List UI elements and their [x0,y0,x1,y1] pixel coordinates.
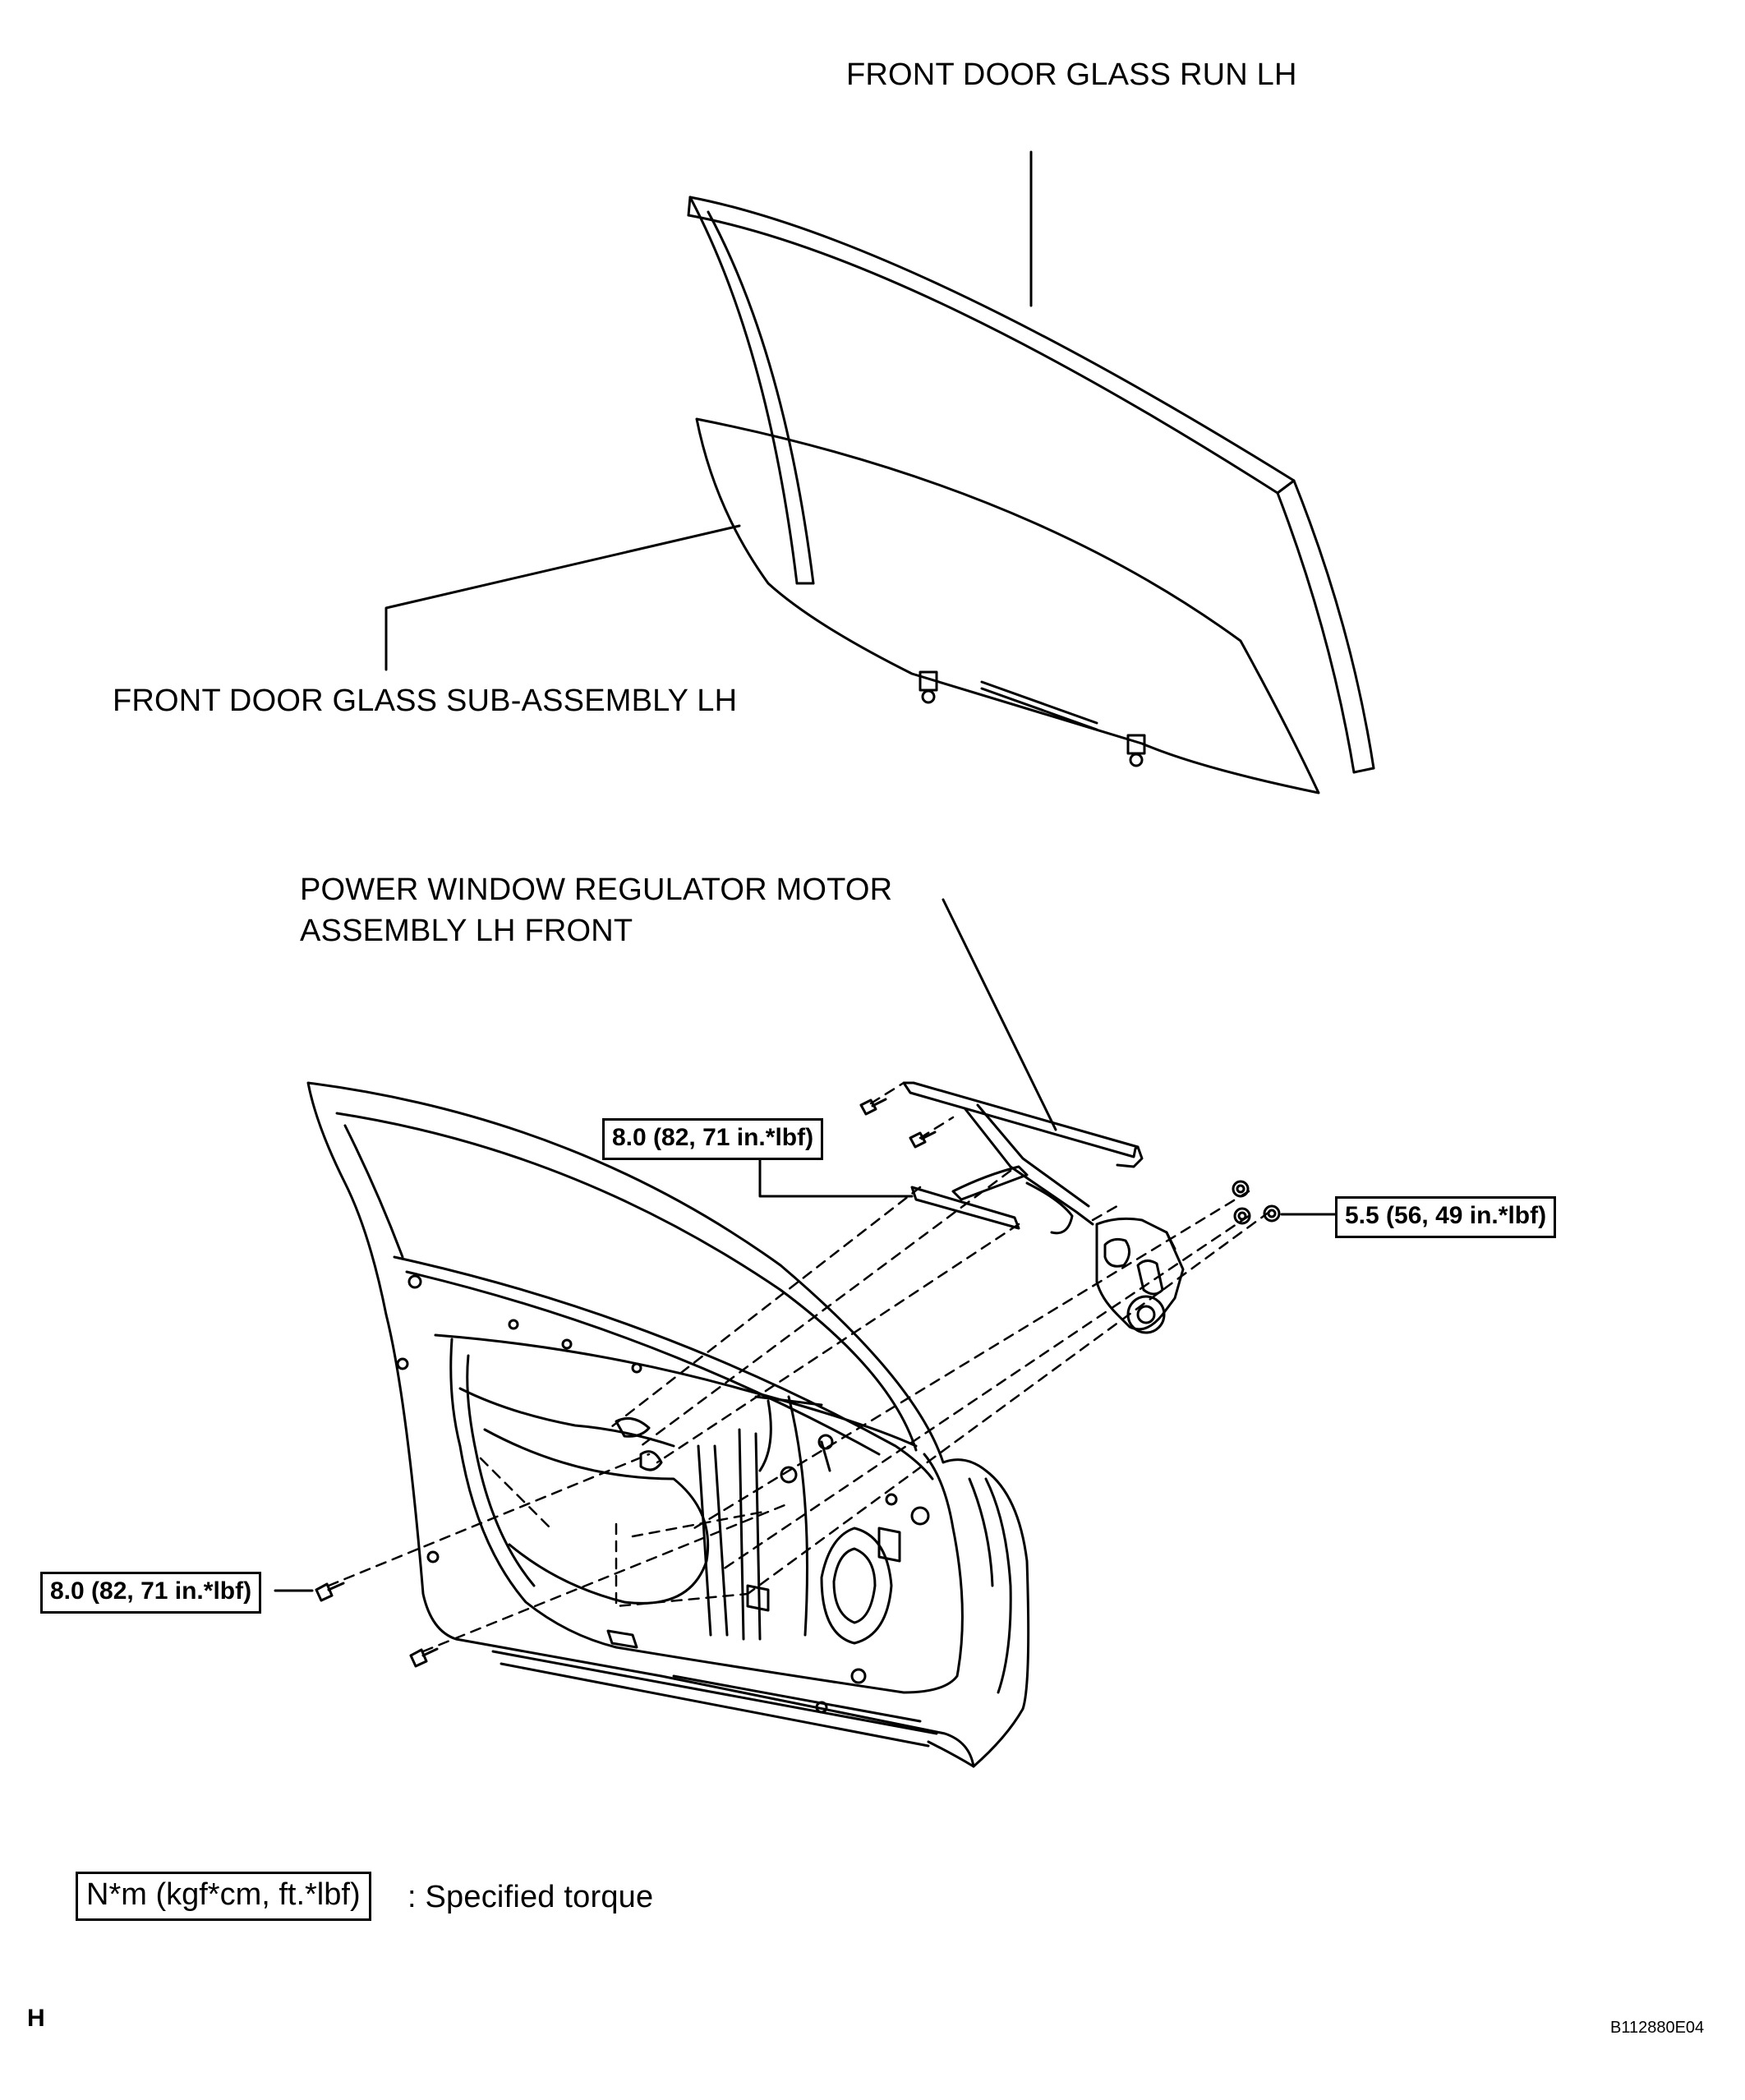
torque-box-regulator: 8.0 (82, 71 in.*lbf) [602,1118,824,1160]
glass-leader [384,524,741,671]
legend-text: : Specified torque [407,1880,654,1914]
regulator-part [902,1081,1185,1334]
glass-run-part [687,196,1375,774]
door-panel-part [306,1081,1030,1768]
label-glass-run: FRONT DOOR GLASS RUN LH [846,58,1297,92]
label-regulator-line1: POWER WINDOW REGULATOR MOTOR [300,873,893,907]
torque-leader-regulator [758,1154,914,1198]
legend-torque-unit-box: N*m (kgf*cm, ft.*lbf) [76,1872,371,1921]
label-regulator-line2: ASSEMBLY LH FRONT [300,914,633,948]
alignment-lines [327,1081,1271,1653]
corner-letter: H [27,2005,45,2032]
figure-id: B112880E04 [1610,2019,1705,2037]
regulator-leader [942,898,1057,1131]
torque-box-door: 8.0 (82, 71 in.*lbf) [40,1572,262,1614]
glass-part [695,417,1320,794]
label-glass-sub-assembly: FRONT DOOR GLASS SUB-ASSEMBLY LH [113,684,738,718]
torque-box-motor: 5.5 (56, 49 in.*lbf) [1335,1196,1557,1238]
fasteners [315,1098,1281,1668]
